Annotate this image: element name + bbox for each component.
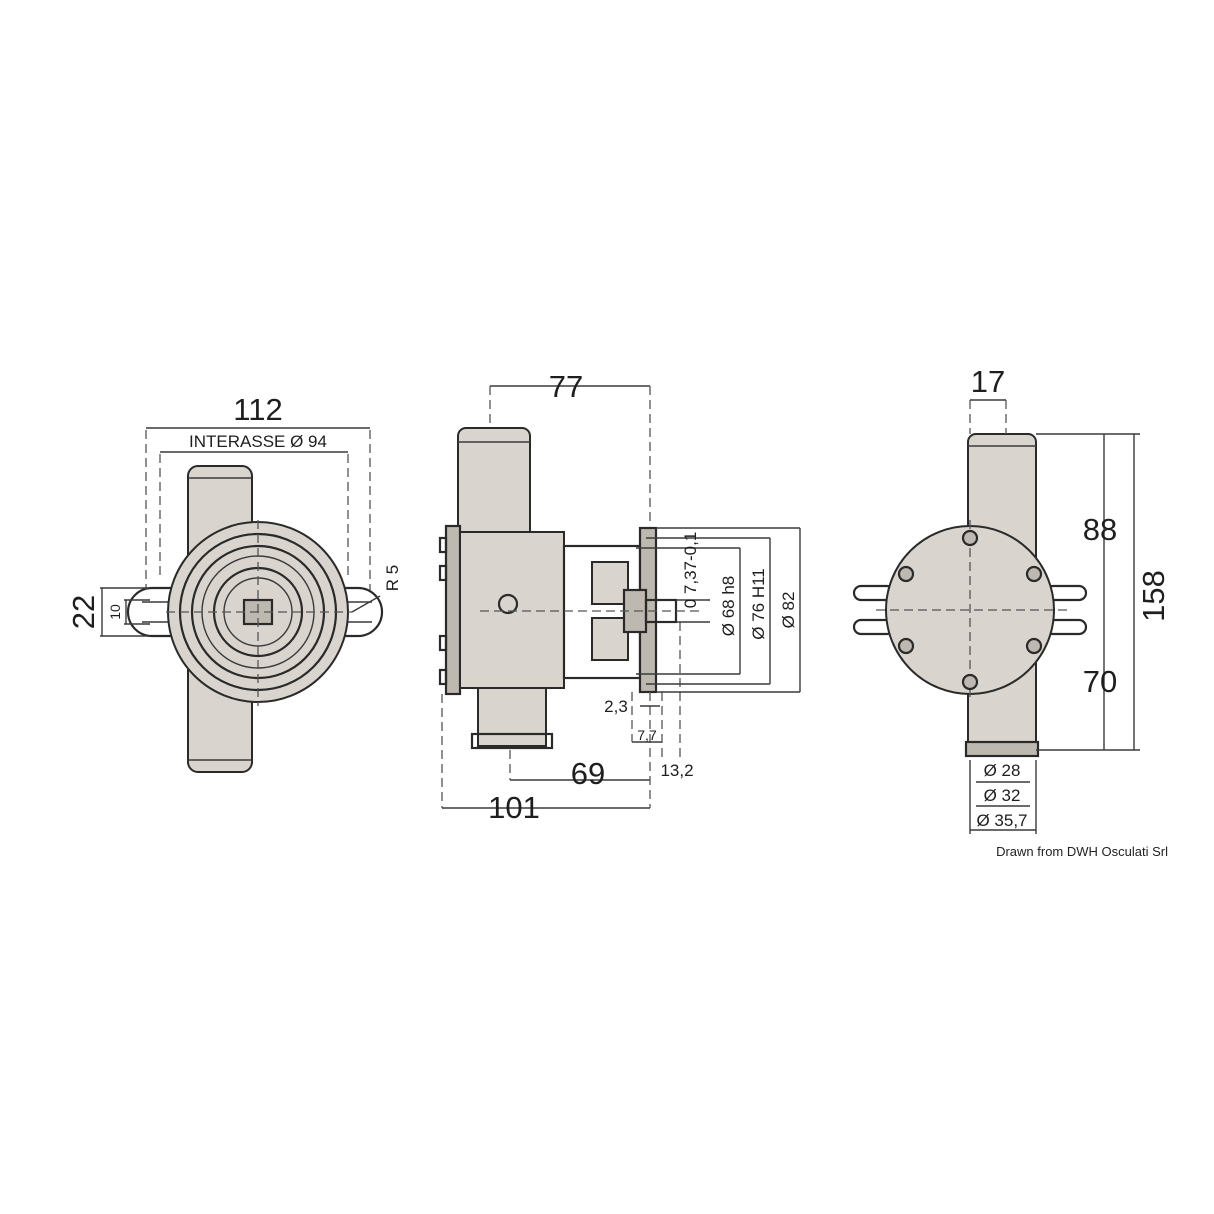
dim-rear-port-width: 17 [971, 364, 1005, 399]
dim-side-flange-diameter: Ø 82 [779, 592, 798, 629]
dim-rear-port-mid-diameter: Ø 32 [984, 786, 1021, 805]
side-body [459, 531, 565, 689]
front-mount-right [334, 586, 384, 638]
side-front-plate [444, 524, 462, 696]
dim-front-slot-height: 22 [66, 595, 101, 629]
dim-rear-port-inner-diameter: Ø 28 [984, 761, 1021, 780]
side-view: 77 69 101 2,3 7,7 13,2 0 7,37-0,1 Ø 68 h… [438, 369, 801, 825]
dim-side-hub-length: 7,7 [637, 727, 657, 743]
dim-side-shaft-length: 13,2 [660, 761, 693, 780]
dim-side-outlet-offset: 69 [571, 756, 605, 791]
dim-side-shaft-diameter: Ø 68 h8 [719, 576, 738, 637]
rear-bottom-port [964, 740, 1040, 758]
dim-side-total-length: 101 [488, 790, 540, 825]
dim-rear-lower-height: 70 [1083, 664, 1117, 699]
dim-side-keyway: 0 7,37-0,1 [681, 532, 700, 609]
side-drain-plug [497, 593, 519, 615]
credit-text: Drawn from DWH Osculati Srl [996, 844, 1168, 859]
dim-front-slot-width: 10 [107, 604, 123, 620]
dim-rear-upper-height: 88 [1083, 512, 1117, 547]
dim-rear-port-outer-diameter: Ø 35,7 [976, 811, 1027, 830]
dim-front-center-distance: INTERASSE Ø 94 [189, 432, 327, 451]
dim-front-width: 112 [233, 392, 282, 427]
dim-side-pilot-diameter: Ø 76 H11 [749, 568, 768, 640]
dim-front-slot-radius: R 5 [383, 565, 402, 591]
dim-side-top-offset: 77 [549, 369, 583, 404]
rear-screw [897, 565, 915, 583]
rear-screw [897, 637, 915, 655]
rear-screw [961, 673, 979, 691]
rear-screw [961, 529, 979, 547]
front-mount-left [126, 586, 202, 638]
rear-screw [1025, 637, 1043, 655]
dim-side-flange-thickness: 2,3 [604, 697, 628, 716]
rear-screw [1025, 565, 1043, 583]
front-view: 112 INTERASSE Ø 94 22 10 R 5 [66, 392, 402, 773]
rear-view: 17 88 158 70 Ø 28 Ø 32 Ø 35,7 [852, 364, 1171, 834]
dim-rear-total-height: 158 [1136, 570, 1171, 622]
